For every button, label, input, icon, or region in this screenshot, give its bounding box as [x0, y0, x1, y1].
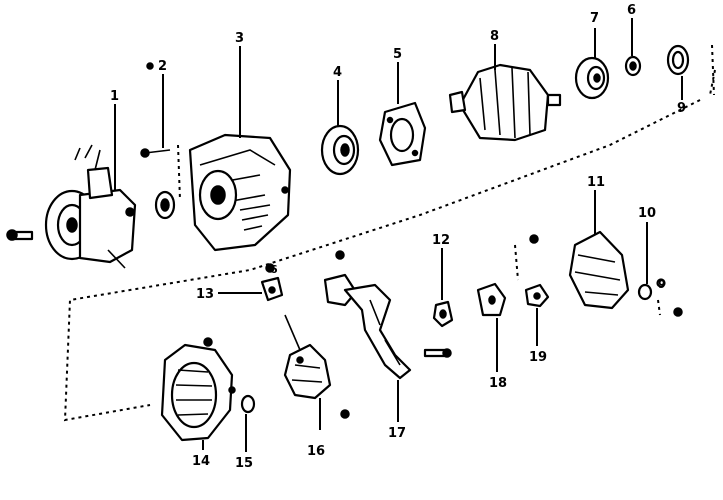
callout-1: 1 [110, 89, 119, 190]
callout-3-label: 3 [235, 31, 244, 46]
part-5-retainer-plate [378, 101, 427, 167]
callout-17-label: 17 [388, 426, 406, 441]
callout-3: 3 [235, 31, 244, 138]
callout-9-label: 9 [677, 101, 686, 116]
callout-9: 9 [677, 76, 686, 116]
part-19-insulator [524, 283, 550, 308]
part-17-bracket [323, 250, 452, 380]
callout-10-label: 10 [638, 206, 656, 221]
callout-19: 19 [529, 308, 547, 365]
callout-11: 11 [587, 175, 605, 234]
callout-14-label: 14 [192, 454, 210, 469]
callout-5-label: 5 [393, 47, 402, 62]
part-7-bearing [574, 56, 610, 100]
callout-6: 6 [627, 3, 636, 56]
callout-19-label: 19 [529, 350, 547, 365]
callout-18: 18 [489, 318, 507, 391]
part-3-drive-end-frame [188, 133, 292, 252]
callout-11-label: 11 [587, 175, 605, 190]
callout-17: 17 [388, 380, 406, 441]
callout-8: 8 [490, 29, 499, 70]
part-10-terminal-nut: 9 [637, 278, 683, 317]
part-2-bolt [140, 148, 176, 220]
callout-7-label: 7 [590, 11, 599, 26]
callout-12-label: 12 [432, 233, 450, 248]
svg-text:9: 9 [658, 278, 666, 291]
callout-5: 5 [393, 47, 402, 104]
callout-15: 15 [235, 414, 253, 471]
callout-10: 10 [638, 206, 656, 284]
part-8-rotor [448, 63, 562, 142]
callout-2-label: 2 [158, 59, 167, 74]
ref-6-a: 6 [265, 263, 278, 276]
callout-18-label: 18 [489, 376, 507, 391]
part-6-ring [624, 55, 642, 77]
part-18-holder [476, 234, 539, 317]
callout-15-label: 15 [235, 456, 253, 471]
part-15-ring [240, 394, 256, 414]
callout-13: 13 [196, 287, 262, 302]
callout-2: 2 [146, 59, 167, 148]
part-11-rear-cover [568, 230, 630, 310]
callout-6-label: 6 [627, 3, 636, 18]
callout-7: 7 [590, 11, 599, 58]
part-4-bearing [320, 124, 360, 176]
callout-4: 4 [333, 65, 342, 126]
part-1-pulley-assembly [6, 144, 137, 269]
part-12-washer [432, 300, 454, 328]
part-13-clip [260, 276, 284, 302]
callout-4-label: 4 [333, 65, 342, 80]
callout-12: 12 [432, 233, 450, 300]
callout-1-label: 1 [110, 89, 119, 104]
callout-8-label: 8 [490, 29, 499, 44]
part-14-rectifier-end-frame [160, 337, 236, 442]
part-16-brush-holder [283, 314, 350, 419]
assembly-guide-lines [63, 44, 716, 422]
callout-14: 14 [192, 440, 210, 469]
callout-16: 16 [307, 398, 325, 459]
callout-13-label: 13 [196, 287, 214, 302]
part-9-seal [666, 44, 690, 76]
callout-16-label: 16 [307, 444, 325, 459]
